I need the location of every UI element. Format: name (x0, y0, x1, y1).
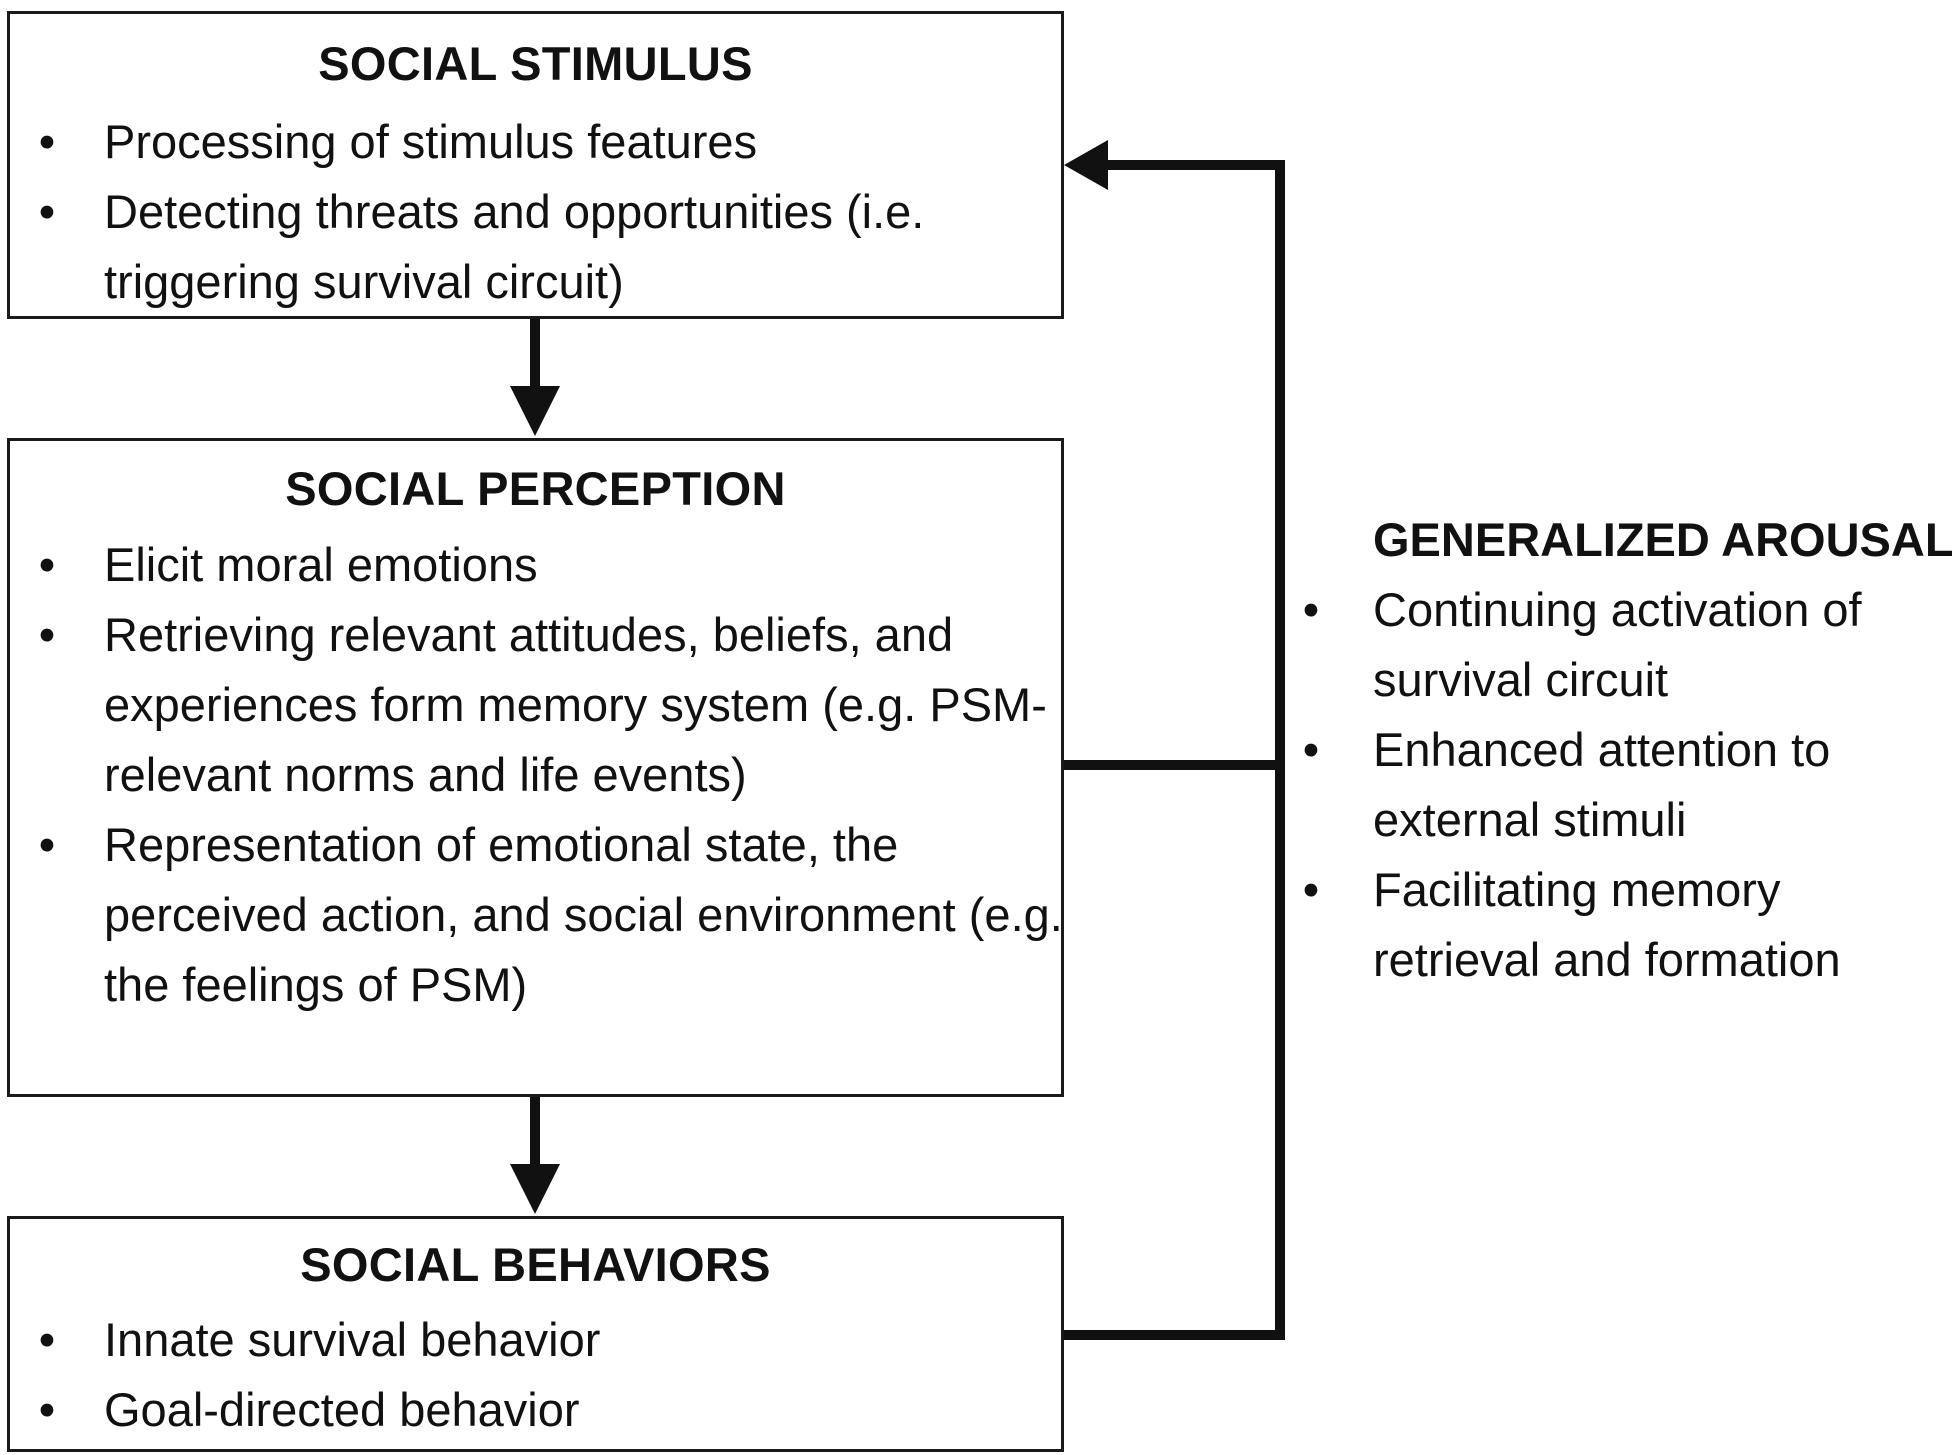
social-behaviors-box: SOCIAL BEHAVIORS • Innate survival behav… (7, 1216, 1064, 1452)
bullet-icon: • (38, 608, 56, 661)
list-item: • Elicit moral emotions (10, 530, 1061, 600)
generalized-arousal-list: • Continuing activation of survival circ… (1300, 575, 1950, 995)
bullet-icon: • (1302, 583, 1320, 636)
bullet-icon: • (38, 818, 56, 871)
social-behaviors-title: SOCIAL BEHAVIORS (300, 1238, 771, 1291)
list-item: • Detecting threats and opportunities (i… (10, 177, 984, 317)
list-item: • Goal-directed behavior (10, 1375, 1061, 1445)
bullet-icon: • (38, 538, 56, 591)
bullet-icon: • (38, 1383, 56, 1436)
list-item: • Processing of stimulus features (10, 107, 1061, 177)
list-item: • Representation of emotional state, the… (10, 810, 1064, 1020)
arrow-stimulus-to-perception (510, 318, 560, 436)
social-perception-list: • Elicit moral emotions • Retrieving rel… (10, 530, 1064, 1020)
social-perception-title: SOCIAL PERCEPTION (285, 462, 786, 515)
bullet-icon: • (38, 1313, 56, 1366)
list-item: • Continuing activation of survival circ… (1300, 575, 1952, 715)
social-stimulus-title: SOCIAL STIMULUS (318, 37, 753, 90)
list-item: • Innate survival behavior (10, 1305, 1061, 1375)
social-perception-box: SOCIAL PERCEPTION • Elicit moral emotion… (7, 438, 1064, 1097)
generalized-arousal-title: GENERALIZED AROUSAL (1373, 513, 1952, 566)
generalized-arousal-panel: GENERALIZED AROUSAL • Continuing activat… (1300, 505, 1952, 995)
bullet-icon: • (1302, 723, 1320, 776)
social-stimulus-list: • Processing of stimulus features • Dete… (10, 107, 1061, 317)
bullet-icon: • (38, 115, 56, 168)
social-behaviors-list: • Innate survival behavior • Goal-direct… (10, 1305, 1061, 1445)
arousal-feedback-loop (1062, 140, 1285, 1340)
list-item: • Facilitating memory retrieval and form… (1300, 855, 1943, 995)
list-item: • Enhanced attention to external stimuli (1300, 715, 1933, 855)
bullet-icon: • (1302, 863, 1320, 916)
arrow-perception-to-behaviors (510, 1096, 560, 1214)
list-item: • Retrieving relevant attitudes, beliefs… (10, 600, 1064, 810)
bullet-icon: • (38, 185, 56, 238)
social-stimulus-box: SOCIAL STIMULUS • Processing of stimulus… (7, 11, 1064, 319)
